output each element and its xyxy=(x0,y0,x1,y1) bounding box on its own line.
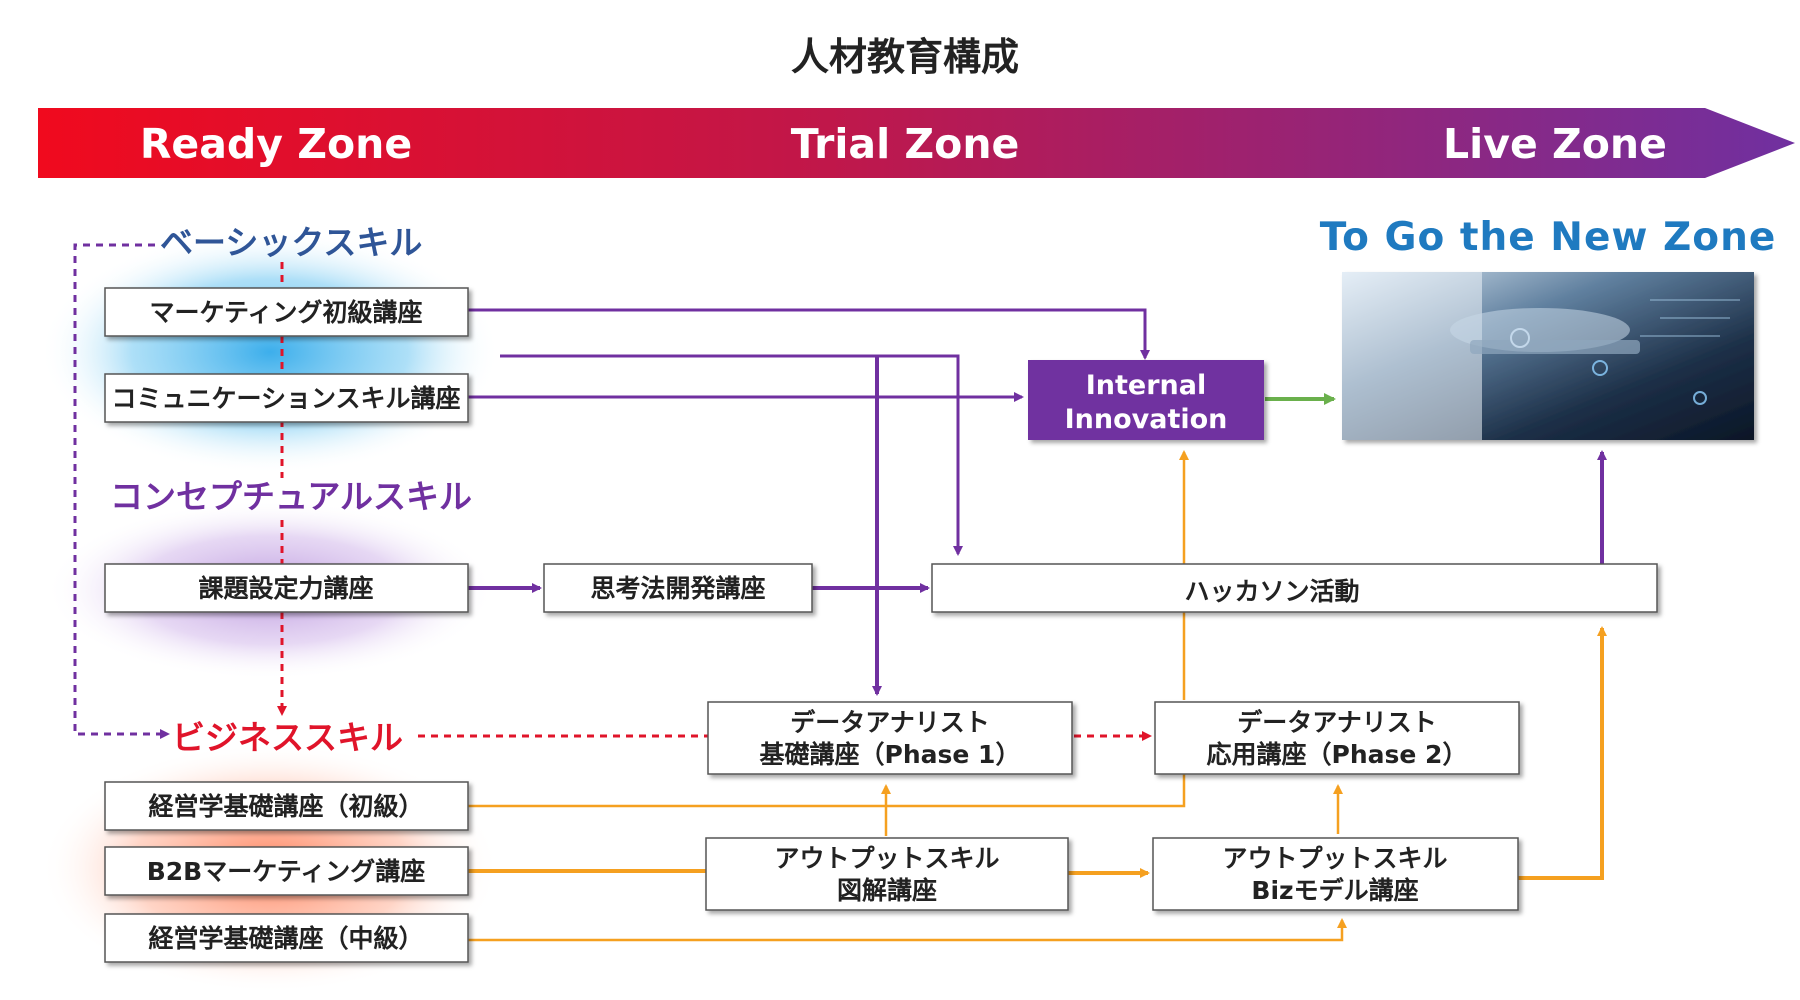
data-analyst-basic-line2: 基礎講座（Phase 1） xyxy=(760,740,1021,769)
category-conceptual-skill: コンセプチュアルスキル xyxy=(110,477,472,516)
basic-to-business-bracket xyxy=(73,243,170,739)
management-basic-intermediate-label: 経営学基礎講座（中級） xyxy=(148,924,423,953)
internal-innovation-line1: Internal xyxy=(1086,370,1207,401)
new-zone-photo xyxy=(1342,272,1754,440)
basic-to-hackathon-arrow xyxy=(500,354,963,556)
new-zone-heading: To Go the New Zone xyxy=(1320,215,1777,260)
output-skill-diagram-line1: アウトプットスキル xyxy=(774,844,999,873)
diagram-title: 人材教育構成 xyxy=(791,35,1019,79)
b2b-marketing-course-label: B2Bマーケティング講座 xyxy=(147,857,426,886)
communication-skill-course[interactable]: コミュニケーションスキル講座 xyxy=(104,373,469,423)
zone-live-label: Live Zone xyxy=(1443,120,1667,168)
thinking-method-course-label: 思考法開発講座 xyxy=(590,574,765,603)
internal-innovation[interactable]: Internal Innovation xyxy=(1028,360,1264,440)
hackathon-activity[interactable]: ハッカソン活動 xyxy=(931,563,1658,613)
data-analyst-applied-line2: 応用講座（Phase 2） xyxy=(1207,740,1468,769)
output-skill-diagram-line2: 図解講座 xyxy=(837,876,937,905)
zone-trial-label: Trial Zone xyxy=(791,120,1020,168)
marketing-basic-course[interactable]: マーケティング初級講座 xyxy=(104,287,469,337)
output-skill-biz-model-line1: アウトプットスキル xyxy=(1222,844,1447,873)
data-analyst-applied-course[interactable]: データアナリスト 応用講座（Phase 2） xyxy=(1154,701,1520,775)
management-basic-beginner-course[interactable]: 経営学基礎講座（初級） xyxy=(104,781,469,831)
output-skill-biz-model-line2: Bizモデル講座 xyxy=(1251,876,1418,905)
thinking-method-course[interactable]: 思考法開発講座 xyxy=(543,563,813,613)
internal-innovation-line2: Innovation xyxy=(1065,404,1228,435)
problem-setting-course-label: 課題設定力講座 xyxy=(198,574,373,603)
b2b-marketing-course[interactable]: B2Bマーケティング講座 xyxy=(104,846,469,896)
output-biz-to-hackathon-arrow xyxy=(1518,626,1607,880)
management-basic-intermediate-course[interactable]: 経営学基礎講座（中級） xyxy=(104,913,469,963)
data-analyst-applied-line1: データアナリスト xyxy=(1237,708,1437,737)
category-business-skill: ビジネススキル xyxy=(172,718,403,757)
output-skill-diagram-course[interactable]: アウトプットスキル 図解講座 xyxy=(705,837,1069,911)
management-basic-beginner-label: 経営学基礎講座（初級） xyxy=(148,792,423,821)
output-skill-biz-model-course[interactable]: アウトプットスキル Bizモデル講座 xyxy=(1152,837,1519,911)
category-basic-skill: ベーシックスキル xyxy=(160,223,422,262)
problem-setting-course[interactable]: 課題設定力講座 xyxy=(104,563,469,613)
mgmt-intermediate-to-output-biz-arrow xyxy=(468,918,1347,942)
basic-skill-glow xyxy=(40,230,500,474)
communication-skill-course-label: コミュニケーションスキル講座 xyxy=(111,384,460,413)
marketing-basic-course-label: マーケティング初級講座 xyxy=(149,298,422,327)
hackathon-activity-label: ハッカソン活動 xyxy=(1184,577,1359,606)
data-analyst-basic-line1: データアナリスト xyxy=(790,708,990,737)
mgmt-beginner-to-data-analyst-2-line xyxy=(468,774,1186,808)
zone-progress-arrow xyxy=(38,108,1795,178)
marketing-to-innovation-arrow xyxy=(468,308,1150,360)
zone-ready-label: Ready Zone xyxy=(140,120,412,168)
data-analyst-basic-course[interactable]: データアナリスト 基礎講座（Phase 1） xyxy=(707,701,1073,775)
